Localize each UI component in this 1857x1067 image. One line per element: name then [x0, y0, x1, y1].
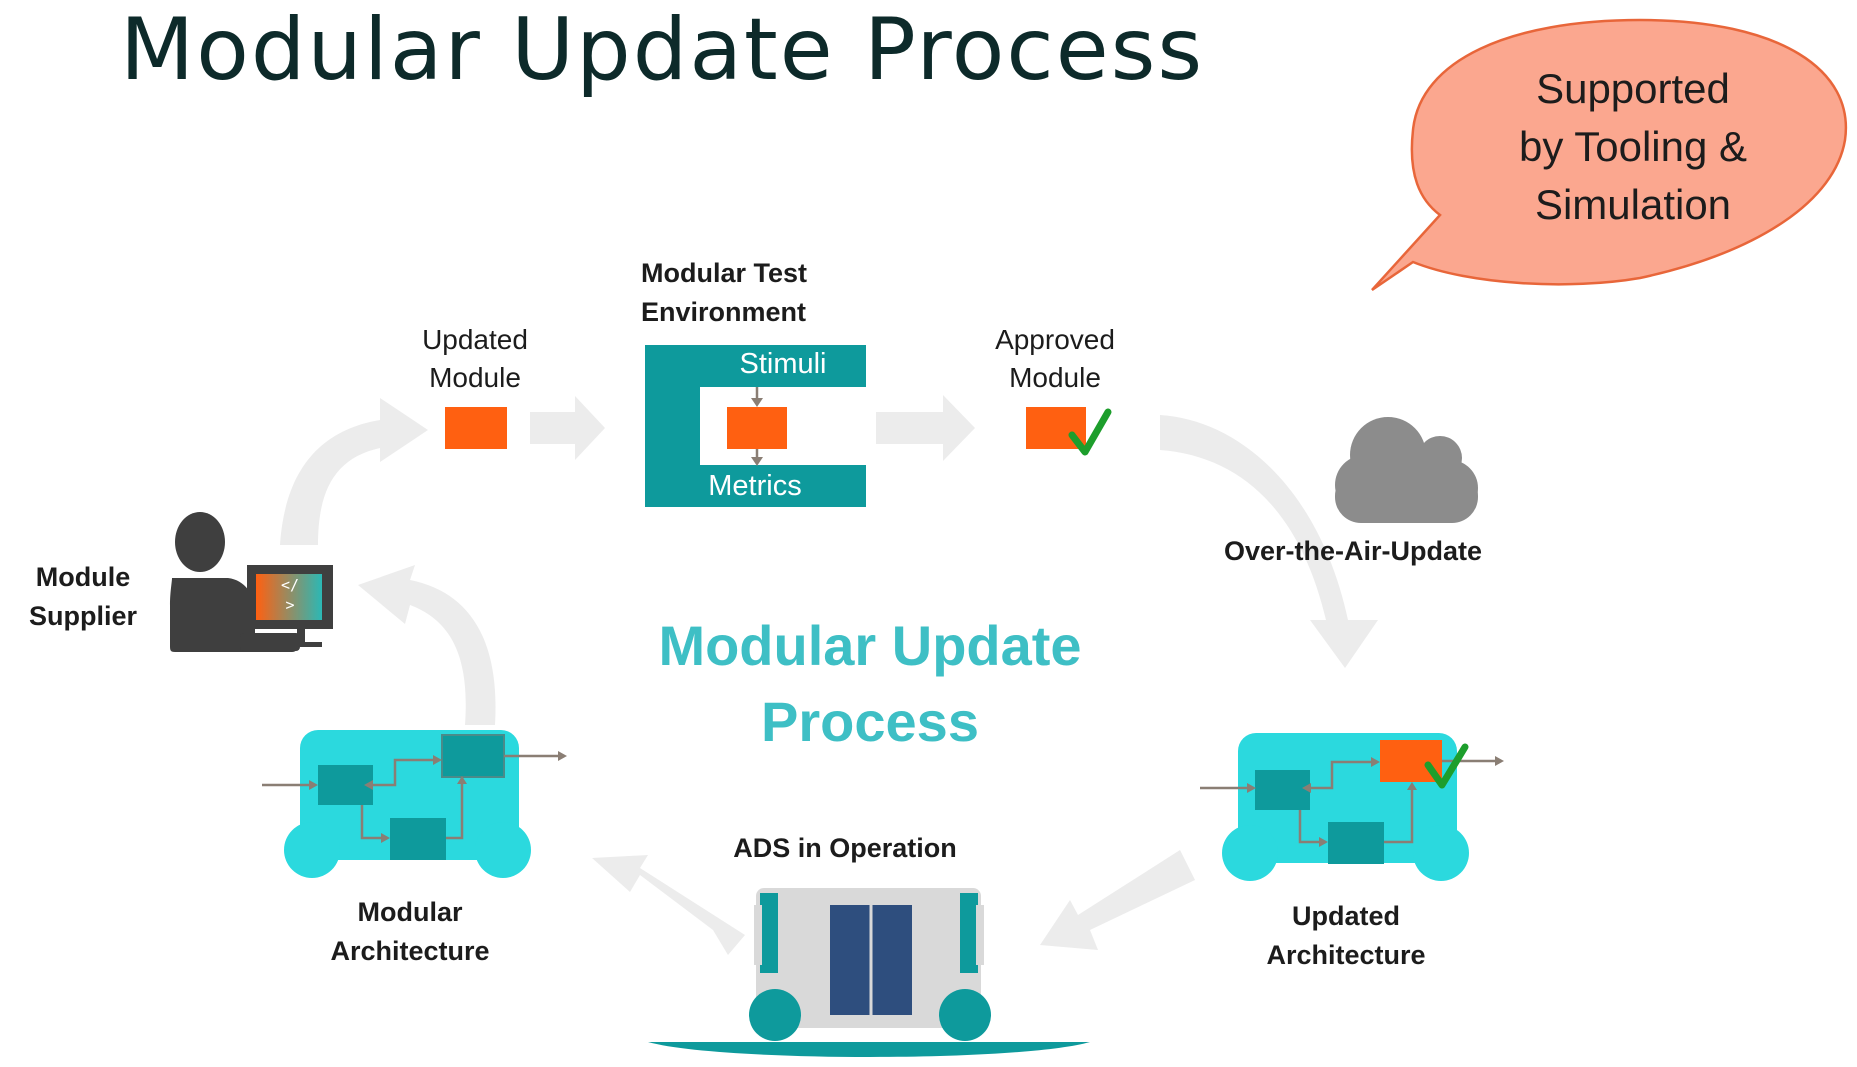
test-module-block — [727, 407, 787, 449]
flow-arrow-ota — [1160, 415, 1378, 668]
supplier-person-icon — [170, 512, 300, 652]
flow-arrow-test-to-approved — [876, 395, 975, 461]
approved-module-label: Approved Module — [995, 324, 1115, 393]
bubble-line-3: Simulation — [1534, 181, 1732, 228]
updated-module-label: Updated Module — [422, 324, 528, 393]
checkmark-icon — [1068, 408, 1112, 456]
metrics-label: Metrics — [708, 470, 802, 502]
flow-arrow-module-to-test — [530, 396, 605, 460]
bubble-line-1: Supported — [1536, 65, 1730, 112]
center-process-title: Modular Update Process — [658, 614, 1082, 753]
speech-bubble-text: Supported by Tooling & Simulation — [1468, 60, 1798, 234]
ads-vehicle-icon — [648, 888, 1090, 1057]
flow-arrow-supplier-to-module — [280, 398, 428, 545]
test-environment-frame — [645, 345, 866, 507]
monitor-code-text: </ > — [280, 576, 300, 614]
stimuli-label: Stimuli — [739, 348, 827, 380]
speech-bubble — [1371, 18, 1848, 292]
flow-arrow-arch-to-ads — [1040, 850, 1195, 950]
test-environment-label: Modular Test Environment — [641, 258, 808, 327]
modular-architecture-label: Modular Architecture — [330, 897, 490, 966]
checkmark-icon — [1424, 743, 1469, 789]
modular-architecture-board — [262, 730, 567, 878]
updated-module-block — [445, 407, 507, 449]
monitor-icon — [247, 565, 333, 647]
module-supplier-label: Module Supplier — [28, 562, 137, 631]
updated-architecture-board — [1200, 733, 1504, 881]
page-title: Modular Update Process — [120, 0, 1205, 100]
cloud-icon — [1335, 417, 1478, 523]
flow-arrow-ads-to-modular — [592, 855, 745, 955]
updated-architecture-label: Updated Architecture — [1266, 901, 1426, 970]
flow-arrow-modular-to-supplier — [358, 565, 496, 725]
bubble-line-2: by Tooling & — [1518, 123, 1748, 170]
ota-label: Over-the-Air-Update — [1224, 536, 1483, 566]
ads-label: ADS in Operation — [733, 833, 957, 863]
